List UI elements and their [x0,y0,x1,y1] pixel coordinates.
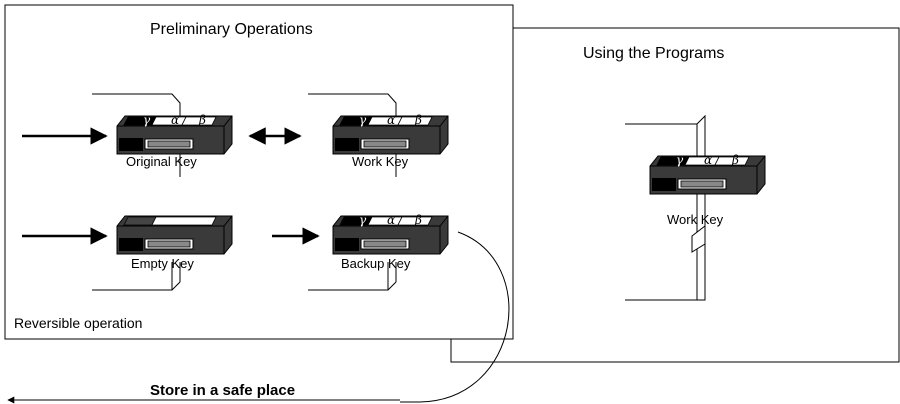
storage-caption: Store in a safe place [150,382,296,399]
device-frame-empty [92,262,181,291]
beta-glyph: β [198,113,206,127]
work-key-in-use: γ α β [649,153,766,195]
backup-key: γ α β [332,213,449,255]
beta-glyph: β [731,153,739,167]
work-key-label: Work Key [352,154,409,169]
alpha-glyph: α [704,153,712,167]
programs-panel [450,27,900,363]
preliminary-panel [4,4,514,340]
original-key-label: Original Key [126,154,197,169]
device-frame-backup [308,262,397,291]
work-key: γ α β [332,113,449,155]
preliminary-panel-title: Preliminary Operations [150,21,313,38]
beta-glyph: β [414,113,422,127]
alpha-glyph: α [387,113,395,127]
alpha-glyph: α [387,213,395,227]
programs-panel-title: Using the Programs [583,45,725,62]
work-key-in-use-label: Work Key [667,212,724,227]
original-key: γ α β [116,113,233,155]
arrow-to-safe-place [400,231,510,403]
reversible-operation-note: Reversible operation [14,315,143,331]
beta-glyph: β [414,213,422,227]
gamma-glyph: γ [143,113,151,127]
alpha-glyph: α [171,113,179,127]
empty-key-label: Empty Key [131,256,194,271]
backup-key-label: Backup Key [341,256,411,271]
gamma-glyph: γ [359,213,367,227]
device-frame-programs [625,114,706,301]
gamma-glyph: γ [359,113,367,127]
empty-key [116,215,233,255]
gamma-glyph: γ [676,153,684,167]
